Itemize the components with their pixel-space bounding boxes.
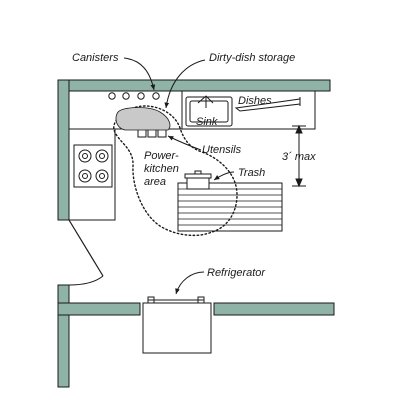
dimension-3ft: [292, 124, 306, 188]
stove-counter: [68, 128, 116, 221]
power-kitchen-label-3: area: [144, 176, 166, 188]
utensils-arrow: [167, 135, 202, 151]
door: [68, 219, 104, 286]
dimension-arrow-top: [295, 124, 303, 134]
trash-can-body: [186, 176, 210, 190]
canister: [137, 92, 145, 100]
sink-basin-inner: [189, 100, 229, 123]
power-kitchen-label-1: Power-: [144, 150, 179, 162]
sink-label: Sink: [196, 116, 218, 128]
door-swing-arc: [68, 275, 104, 286]
island-slats: [178, 188, 282, 226]
refrigerator-body: [142, 302, 212, 354]
canister: [152, 92, 160, 100]
callout-arrows: [123, 57, 235, 295]
trash-can-handle: [194, 170, 202, 175]
trash-can: [184, 170, 212, 190]
bottom-wall-left: [57, 302, 141, 316]
canisters-arrow: [123, 57, 156, 91]
power-kitchen-label-2: kitchen: [144, 163, 179, 175]
canister: [108, 92, 116, 100]
top-wall: [57, 79, 331, 92]
faucet-icon: [197, 95, 214, 108]
burner-icon: [99, 173, 105, 179]
walls: [57, 79, 335, 388]
door-leaf: [68, 219, 104, 277]
burner-icon: [82, 153, 88, 159]
refrigerator: [142, 296, 212, 354]
dimension-arrow-bottom: [295, 178, 303, 188]
burner-icons: [78, 149, 109, 183]
refrigerator-label: Refrigerator: [207, 267, 266, 279]
left-wall-upper: [57, 79, 70, 221]
burner-icon: [82, 173, 88, 179]
trash-arrow: [213, 171, 235, 181]
power-kitchen-area-outline: [113, 105, 238, 237]
canister: [122, 92, 130, 100]
canisters-label: Canisters: [72, 52, 119, 64]
utensils-label: Utensils: [202, 144, 242, 156]
dishes-shelf: [234, 97, 301, 112]
dishes-label: Dishes: [238, 95, 272, 107]
canisters-group: [108, 92, 160, 100]
sink-fixture: [185, 95, 233, 127]
dirty-dish-arrow: [164, 59, 206, 109]
refrigerator-arrow: [175, 271, 205, 295]
island: [177, 182, 283, 232]
dirty-dish-storage-zone: [115, 107, 171, 131]
trash-can-lid: [184, 173, 212, 179]
burner-icon: [99, 153, 105, 159]
bottom-wall-right: [213, 302, 335, 316]
trash-label: Trash: [238, 167, 265, 179]
left-wall-lower: [57, 284, 70, 388]
dirty-dish-storage-label: Dirty-dish storage: [209, 52, 295, 64]
dimension-label: 3´ max: [282, 151, 316, 163]
